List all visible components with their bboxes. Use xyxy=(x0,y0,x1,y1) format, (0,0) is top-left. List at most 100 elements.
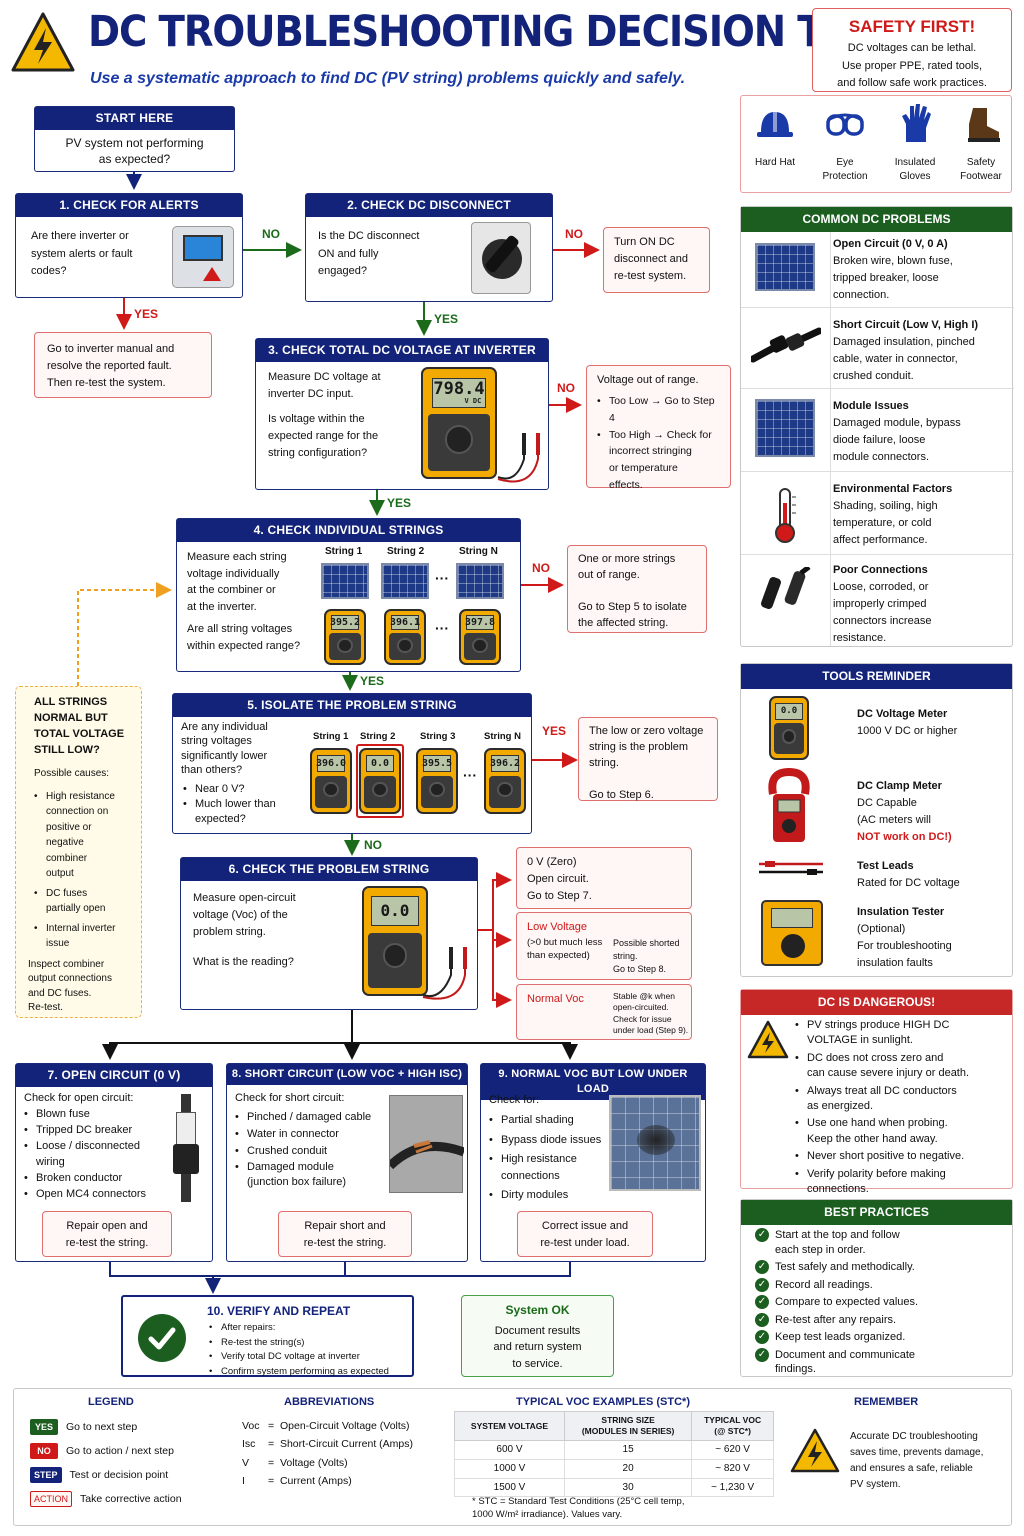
problem-open-desc: Broken wire, blown fuse, tripped breaker… xyxy=(833,255,953,302)
legend-yes-tag: YES xyxy=(30,1418,58,1436)
tools-panel: TOOLS REMINDER 0.0 DC Voltage Meter 1000… xyxy=(740,663,1013,977)
voc-header: STRING SIZE (MODULES IN SERIES) xyxy=(563,1410,693,1442)
multimeter-icon: 397.8 xyxy=(459,609,501,665)
abbr-key: I xyxy=(242,1475,245,1488)
step9-box: 9. NORMAL VOC BUT LOW UNDER LOAD Check f… xyxy=(480,1063,706,1262)
step5-string3-reading: 395.5 xyxy=(422,754,452,773)
outcome-low-sub: (>0 but much less than expected) xyxy=(527,937,603,961)
dc-disconnect-icon xyxy=(471,222,531,294)
step4-string1-label: String 1 xyxy=(325,546,363,557)
cause-item: High resistance connection on positive o… xyxy=(34,789,133,882)
step2-box: 2. CHECK DC DISCONNECT Is the DC disconn… xyxy=(305,193,553,302)
step5-box: 5. ISOLATE THE PROBLEM STRING Are any in… xyxy=(172,693,532,834)
solar-panel-icon xyxy=(321,563,369,599)
insulation-tester-icon xyxy=(761,900,823,966)
voltage-meter-icon: 0.0 xyxy=(769,696,809,760)
step10-item: Verify total DC voltage at inverter xyxy=(209,1350,389,1365)
tool-voltage-desc: 1000 V DC or higher xyxy=(857,725,958,738)
legend-title: LEGEND xyxy=(88,1396,134,1408)
poor-connector-icon xyxy=(755,565,815,617)
common-problems-panel: COMMON DC PROBLEMS Open Circuit (0 V, 0 … xyxy=(740,206,1014,647)
ppe-eye-label: Eye Protection xyxy=(822,157,868,182)
step4-stringn-reading: 397.8 xyxy=(465,615,495,630)
step1-no-label: NO xyxy=(262,227,280,241)
voc-cell: ~ 620 V xyxy=(691,1440,774,1460)
voc-cell: 1000 V xyxy=(454,1458,565,1479)
start-text: PV system not performing as expected? xyxy=(65,135,204,167)
problem-string-highlight xyxy=(356,744,404,818)
step6-text1: Measure open-circuit voltage (Voc) of th… xyxy=(193,892,296,939)
step5-stringn-reading: 396.2 xyxy=(490,754,520,773)
step9-item: Partial shading xyxy=(489,1112,601,1129)
all-strings-footer: Inspect combiner output connections and … xyxy=(28,958,112,1014)
voc-cell: ~ 820 V xyxy=(691,1458,774,1479)
outcome-normal-text: Stable @k when open-circuited. Check for… xyxy=(613,991,689,1036)
ellipsis-icon: ··· xyxy=(435,570,449,586)
step7-item: Broken conductor xyxy=(24,1171,146,1187)
dc-danger-panel: DC IS DANGEROUS! PV strings produce HIGH… xyxy=(740,989,1013,1195)
step1-box: 1. CHECK FOR ALERTS Are there inverter o… xyxy=(15,193,243,298)
warning-icon xyxy=(790,1427,840,1475)
step5-string3-label: String 3 xyxy=(420,731,456,742)
multimeter-icon: 396.2 xyxy=(484,748,526,814)
test-leads-icon xyxy=(496,429,546,484)
best-practices-title: BEST PRACTICES xyxy=(741,1200,1012,1225)
ppe-hard-hat-label: Hard Hat xyxy=(754,157,795,168)
step5-string1-label: String 1 xyxy=(313,731,349,742)
step1-text: Are there inverter or system alerts or f… xyxy=(31,230,133,278)
problem-env-title: Environmental Factors xyxy=(833,483,953,495)
tool-clamp-title: DC Clamp Meter xyxy=(857,780,942,792)
step4-string2-label: String 2 xyxy=(387,546,425,557)
step4-no-label: NO xyxy=(532,561,550,575)
abbr-title: ABBREVIATIONS xyxy=(284,1396,375,1408)
system-ok-box: System OK Document results and return sy… xyxy=(461,1295,614,1377)
dc-danger-title: DC IS DANGEROUS! xyxy=(741,990,1012,1015)
legend-step-tag: STEP xyxy=(30,1466,62,1484)
step4-stringn-label: String N xyxy=(459,546,498,557)
step3-no-item-low: Too Low → Go to Step 4 xyxy=(597,393,720,427)
step10-item: Confirm system performing as expected xyxy=(209,1365,389,1380)
step9-header: 9. NORMAL VOC BUT LOW UNDER LOAD xyxy=(481,1064,705,1101)
multimeter-icon: 396.1 xyxy=(384,609,426,665)
multimeter-icon: 0.0 xyxy=(362,886,428,996)
step3-box: 3. CHECK TOTAL DC VOLTAGE AT INVERTER Me… xyxy=(255,338,549,490)
best-item: Re-test after any repairs. xyxy=(755,1312,918,1328)
step7-box: 7. OPEN CIRCUIT (0 V) Check for open cir… xyxy=(15,1063,213,1262)
step4-string2-reading: 396.1 xyxy=(390,615,420,630)
best-item: Compare to expected values. xyxy=(755,1295,918,1310)
step1-yes-action: Go to inverter manual and resolve the re… xyxy=(34,332,212,398)
outcome-normal-title: Normal Voc xyxy=(527,993,584,1005)
step4-no-action: One or more strings out of range. Go to … xyxy=(567,545,707,633)
voc-cell: 600 V xyxy=(454,1440,565,1460)
step10-box: 10. VERIFY AND REPEAT After repairs: Re-… xyxy=(121,1295,414,1380)
tool-leads-title: Test Leads xyxy=(857,860,914,872)
safety-title: SAFETY FIRST! xyxy=(848,17,976,36)
voc-cell: 20 xyxy=(563,1458,693,1479)
step7-item: Open MC4 connectors xyxy=(24,1187,146,1203)
goggles-icon xyxy=(825,108,865,144)
problem-module-title: Module Issues xyxy=(833,400,909,412)
best-item: Test safely and methodically. xyxy=(755,1260,918,1275)
step6-reading: 0.0 xyxy=(371,896,419,927)
step3-no-action: Voltage out of range. Too Low → Go to St… xyxy=(586,365,731,491)
cause-item: Internal inverter issue xyxy=(34,921,133,952)
checkmark-icon xyxy=(138,1314,186,1362)
multimeter-icon: 395.2 xyxy=(324,609,366,665)
voc-note: * STC = Standard Test Conditions (25°C c… xyxy=(472,1496,685,1521)
step2-yes-label: YES xyxy=(434,312,459,326)
problem-open-title: Open Circuit (0 V, 0 A) xyxy=(833,238,948,250)
step8-item: Water in connector xyxy=(235,1126,371,1143)
problem-conn-desc: Loose, corroded, or improperly crimped c… xyxy=(833,581,932,645)
clamp-meter-icon xyxy=(765,767,813,844)
danger-item: PV strings produce HIGH DC VOLTAGE in su… xyxy=(795,1018,969,1049)
mc4-connector-icon xyxy=(749,323,823,367)
step6-text2: What is the reading? xyxy=(193,956,294,968)
warning-icon xyxy=(10,10,76,76)
danger-item: Always treat all DC conductors as energi… xyxy=(795,1084,969,1115)
outcome-zero-title: 0 V (Zero) xyxy=(527,856,577,868)
step7-item: Tripped DC breaker xyxy=(24,1123,146,1139)
legend-action-tag: ACTION xyxy=(30,1490,73,1508)
